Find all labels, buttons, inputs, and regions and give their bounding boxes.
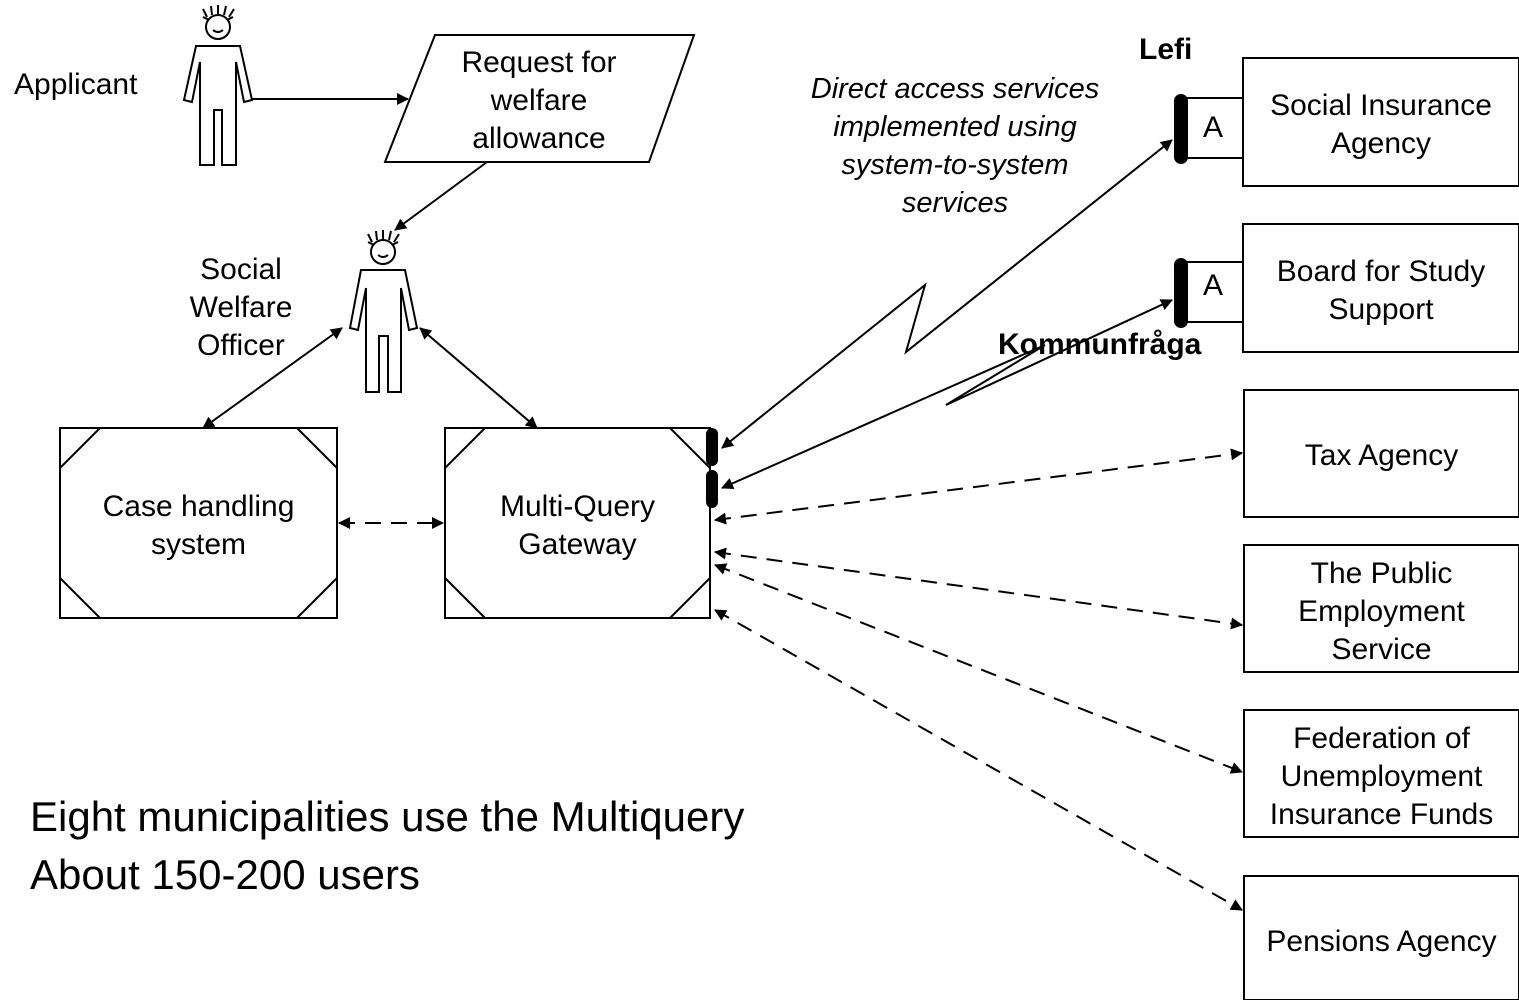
arrow-gateway-unemployment — [714, 563, 1243, 774]
tax-agency-label: Tax Agency — [1304, 439, 1459, 472]
adapter-label-lefi: A — [1202, 111, 1223, 144]
case-handling-box — [59, 427, 338, 619]
officer-label: Social Welfare Officer — [189, 253, 293, 362]
arrow-gateway-tax — [714, 448, 1243, 525]
request-shape — [383, 34, 696, 163]
gateway-port-lefi — [706, 428, 718, 466]
social-insurance-label: Social Insurance Agency — [1270, 89, 1492, 160]
unemployment-label: Federation of Unemployment Insurance Fun… — [1269, 722, 1494, 831]
footer-text: Eight municipalities use the Multiquery … — [30, 788, 744, 904]
adapter-box-kommunfraga — [1182, 261, 1244, 323]
case-handling-label: Case handling system — [102, 490, 295, 561]
footer-line-1: Eight municipalities use the Multiquery — [30, 793, 745, 840]
arrow-officer-gateway — [419, 327, 538, 429]
link-kommunfraga — [721, 299, 1173, 490]
adapter-box-lefi — [1182, 97, 1244, 159]
pensions-box — [1243, 875, 1519, 1000]
request-label: Request for welfare allowance — [461, 46, 617, 155]
lefi-label: Lefi — [1139, 33, 1193, 66]
unemployment-box — [1243, 709, 1519, 838]
kommunfraga-label: Kommunfråga — [998, 328, 1202, 361]
adapter-label-kommunfraga: A — [1202, 269, 1223, 302]
adapter-port-lefi — [1174, 94, 1188, 164]
gateway-box — [444, 427, 711, 619]
arrow-gateway-employment — [714, 547, 1243, 630]
arrow-request-officer — [394, 161, 488, 231]
employment-box — [1243, 544, 1519, 673]
applicant-figure-icon — [182, 5, 254, 166]
applicant-label: Applicant — [14, 68, 138, 101]
study-support-box — [1242, 223, 1519, 353]
arrow-officer-case — [202, 327, 343, 429]
arrow-gateway-pensions — [714, 609, 1243, 911]
adapter-port-kommunfraga — [1174, 258, 1188, 328]
tax-agency-box — [1243, 389, 1519, 518]
social-insurance-box — [1242, 57, 1519, 187]
gateway-label: Multi-Query Gateway — [499, 490, 656, 561]
pensions-label: Pensions Agency — [1266, 925, 1497, 958]
footer-line-2: About 150-200 users — [30, 851, 420, 898]
direct-access-note: Direct access services implemented using… — [810, 73, 1100, 219]
study-support-label: Board for Study Support — [1276, 255, 1486, 326]
officer-figure-icon — [348, 230, 419, 393]
employment-label: The Public Employment Service — [1298, 557, 1465, 666]
